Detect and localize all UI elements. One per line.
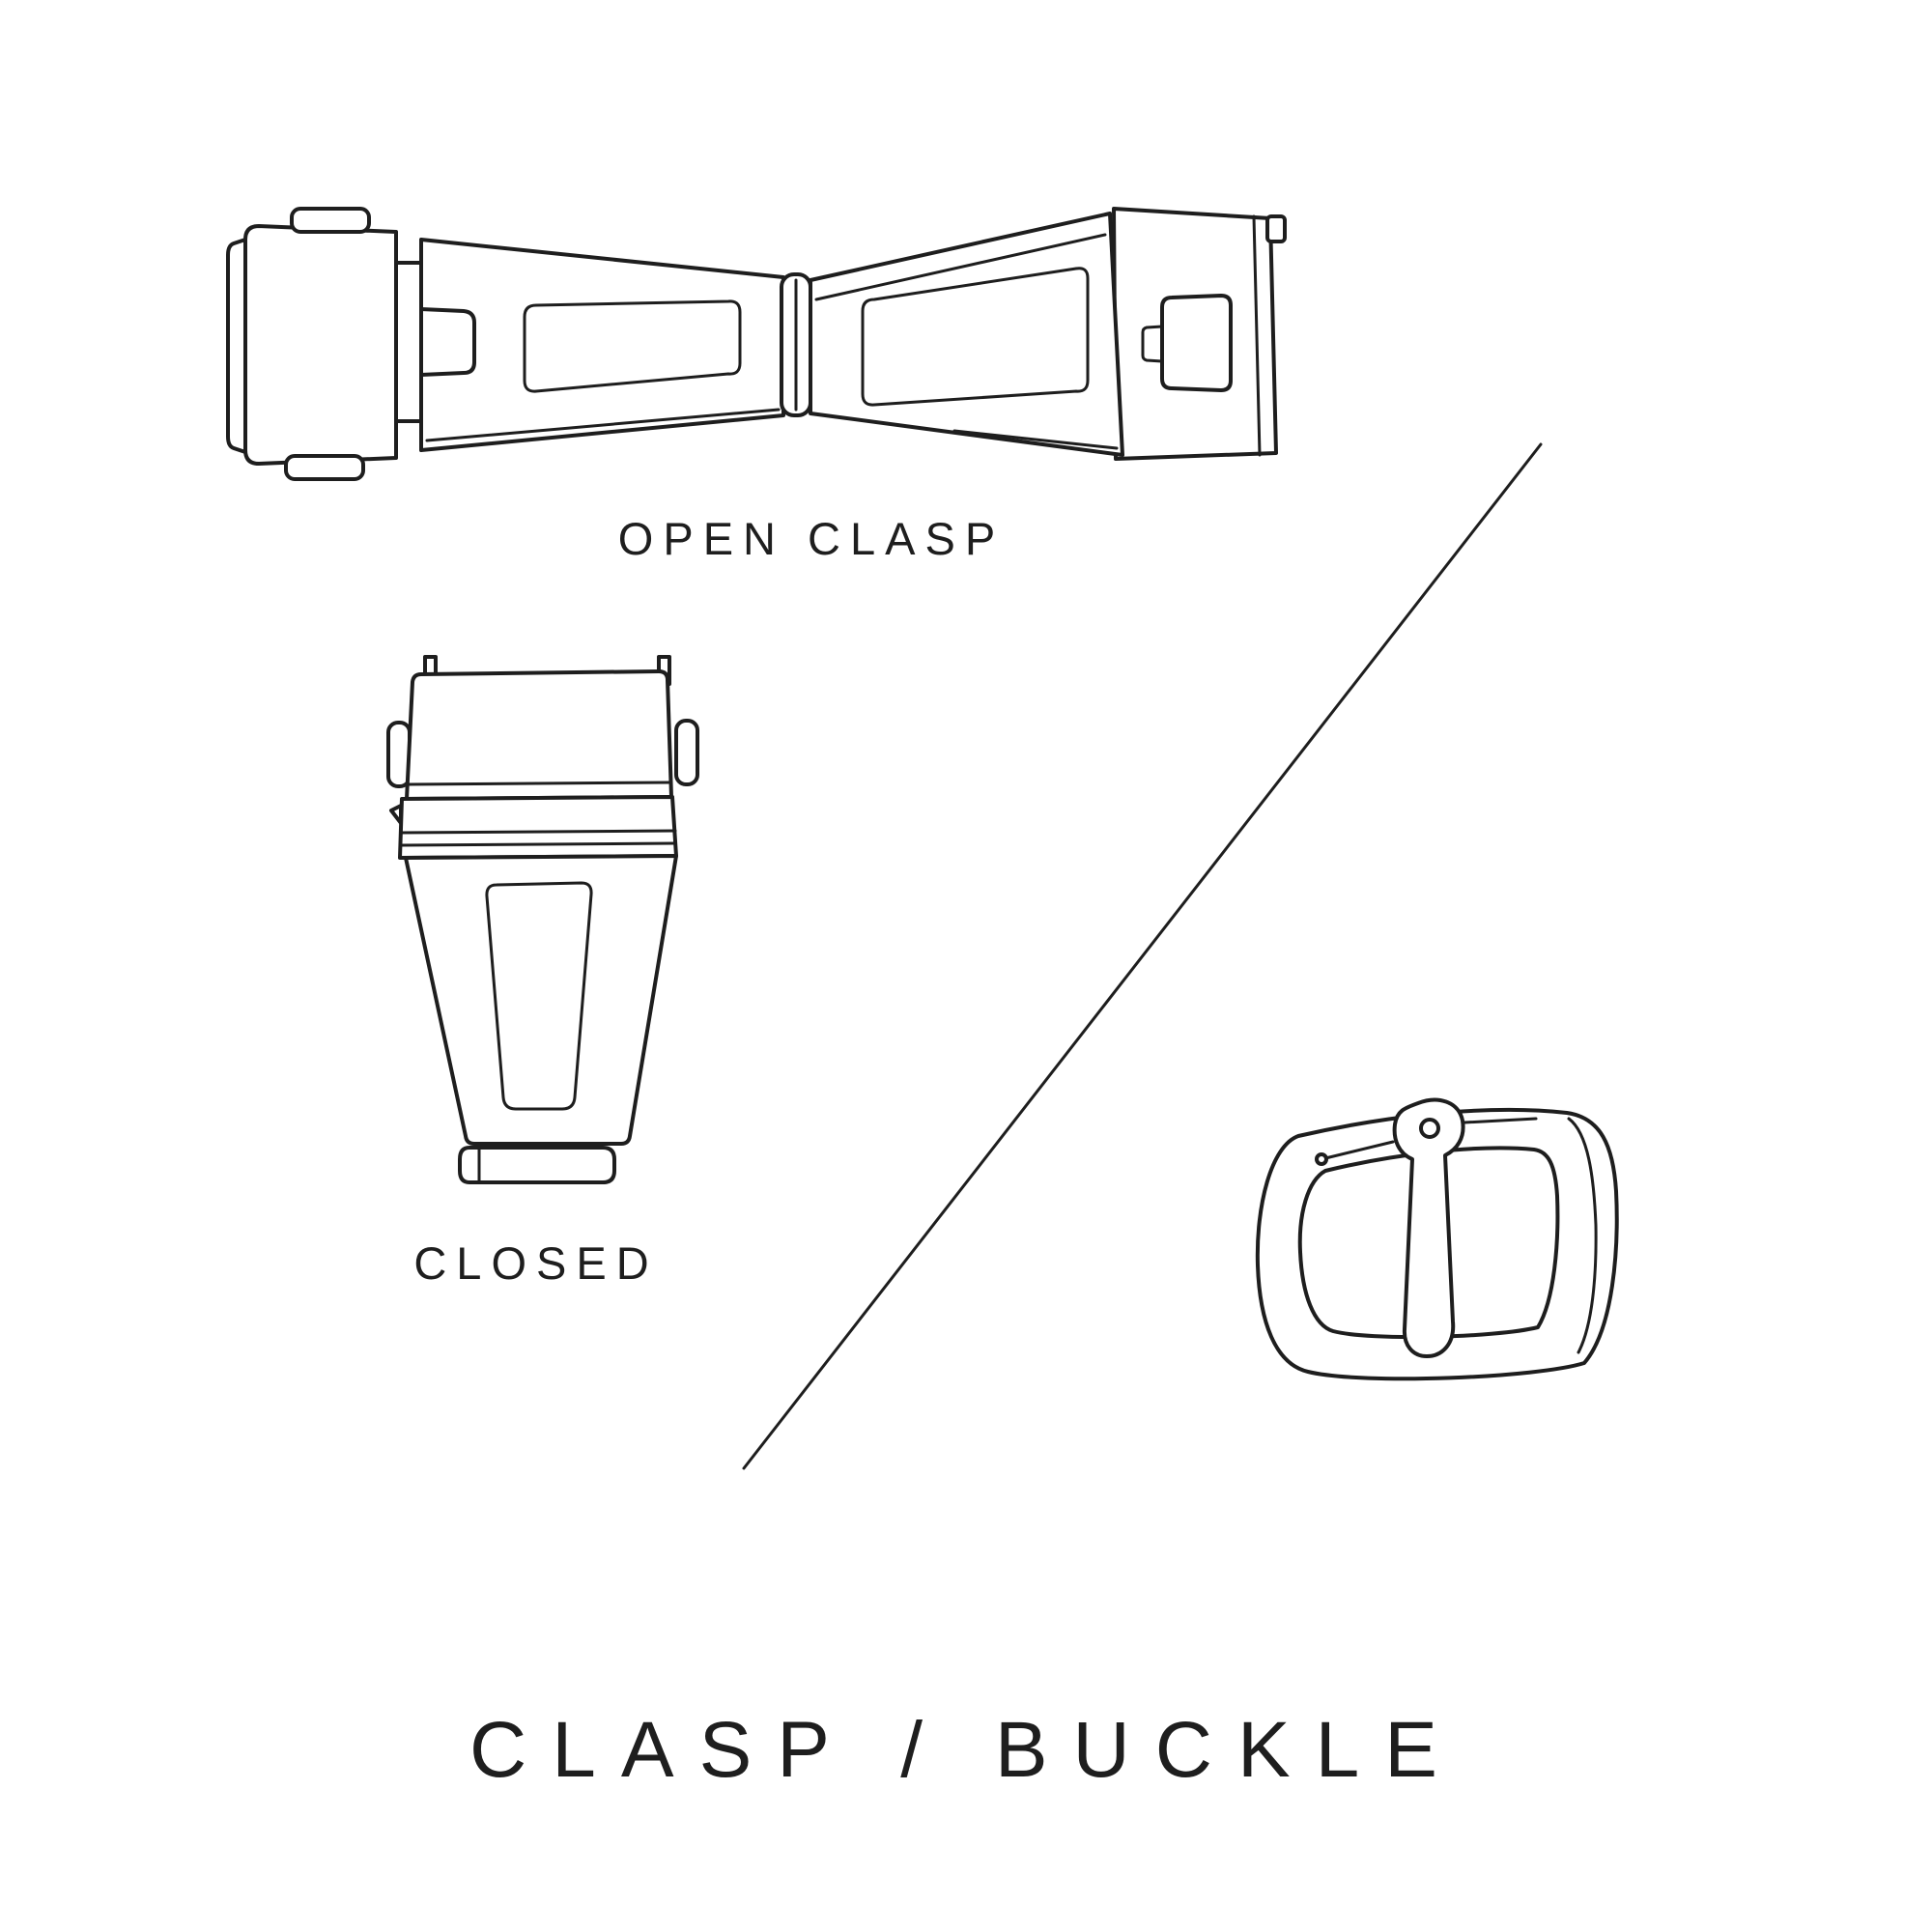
tang-buckle-illustration [1255, 1097, 1619, 1381]
open-clasp-label: OPEN CLASP [617, 513, 1006, 564]
page-title: CLASP / BUCKLE [469, 1706, 1463, 1794]
open-clasp-illustration [226, 207, 1287, 481]
open-clasp-figure [220, 182, 1293, 491]
closed-clasp-label: CLOSED [413, 1237, 659, 1289]
closed-clasp-figure [381, 653, 705, 1186]
closed-clasp-illustration [386, 655, 699, 1184]
tang-buckle-figure [1229, 1090, 1627, 1404]
